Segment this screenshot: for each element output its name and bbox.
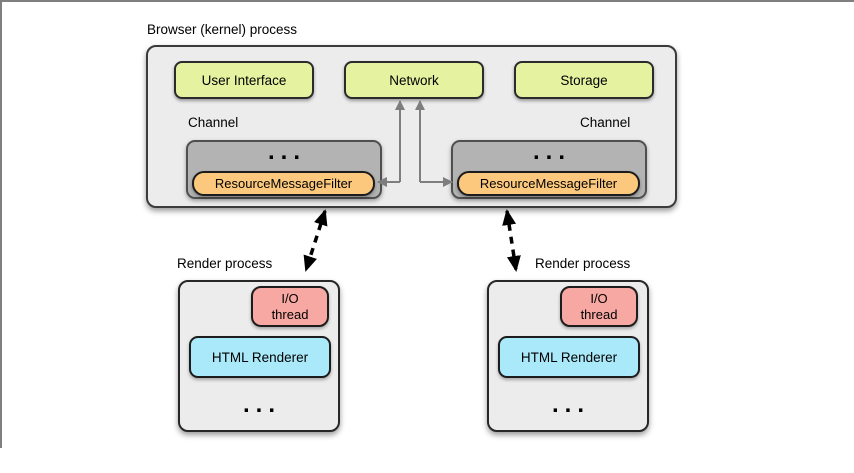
io-thread-line1: I/O xyxy=(281,291,299,306)
io-thread-line1: I/O xyxy=(590,291,608,306)
render-process-label-left: Render process xyxy=(177,256,273,271)
render-process-label-right: Render process xyxy=(535,256,631,271)
render-process-box-left: I/O thread HTML Renderer ... xyxy=(178,280,340,432)
channel-ellipsis-left: ... xyxy=(267,138,306,165)
resource-message-filter-right: ResourceMessageFilter xyxy=(457,171,640,196)
channel-box-left: ... ResourceMessageFilter xyxy=(186,140,382,199)
io-thread-box-left: I/O thread xyxy=(251,286,329,327)
page-frame-left-border xyxy=(0,0,2,448)
channel-ellipsis-right: ... xyxy=(532,138,571,165)
channel-box-right: ... ResourceMessageFilter xyxy=(451,140,647,199)
storage-box: Storage xyxy=(514,61,654,99)
browser-process-label: Browser (kernel) process xyxy=(147,22,298,37)
io-thread-line2: thread xyxy=(271,307,309,322)
ipc-dashed-arrow-right xyxy=(502,209,521,272)
page-frame-top-border xyxy=(0,0,854,2)
render-ellipsis-right: ... xyxy=(551,391,590,418)
channel-label-right: Channel xyxy=(580,115,631,130)
render-process-box-right: I/O thread HTML Renderer ... xyxy=(487,280,649,432)
resource-message-filter-left: ResourceMessageFilter xyxy=(192,171,375,196)
io-thread-line2: thread xyxy=(580,307,618,322)
browser-process-box: User Interface Network Storage Channel C… xyxy=(146,45,677,208)
render-ellipsis-left: ... xyxy=(242,391,281,418)
io-thread-box-right: I/O thread xyxy=(560,286,638,327)
channel-label-left: Channel xyxy=(188,115,239,130)
html-renderer-box-right: HTML Renderer xyxy=(498,336,640,378)
user-interface-box: User Interface xyxy=(174,61,314,99)
ipc-dashed-arrow-left xyxy=(303,209,328,272)
network-box: Network xyxy=(344,61,484,99)
html-renderer-box-left: HTML Renderer xyxy=(189,336,331,378)
